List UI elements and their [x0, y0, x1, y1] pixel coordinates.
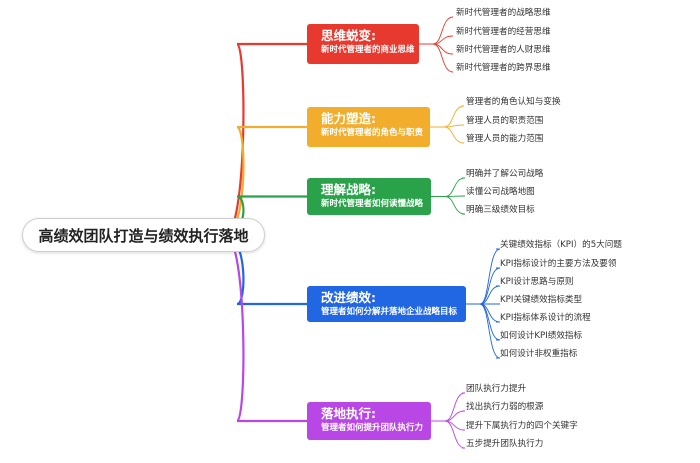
branch-leaf-connector [431, 420, 466, 449]
branch-leaf-connector [431, 177, 466, 197]
leaf-node[interactable]: 新时代管理者的经营思维 [456, 27, 551, 37]
leaf-node[interactable]: 读懂公司战略地图 [466, 187, 535, 197]
branch-subtitle: 新时代管理者的商业思维 [321, 45, 415, 55]
branch-leaf-connector [430, 105, 465, 128]
root-node[interactable]: 高绩效团队打造与绩效执行落地 [22, 218, 265, 252]
branch-node-execution[interactable]: 落地执行: 管理者如何提升团队执行力 [307, 402, 431, 440]
branch-leaf-connector [466, 303, 501, 359]
branch-leaf-connector [466, 248, 501, 305]
branch-leaf-connector [466, 303, 501, 341]
branch-node-performance[interactable]: 改进绩效: 管理者如何分解并落地企业战略目标 [307, 286, 466, 322]
leaf-node[interactable]: 明确并了解公司战略 [466, 169, 544, 179]
branch-subtitle: 管理者如何提升团队执行力 [321, 423, 424, 433]
branch-subtitle: 新时代管理者的角色与职责 [321, 128, 424, 138]
branch-title: 能力塑造: [321, 111, 376, 126]
leaf-node[interactable]: 管理者的角色认知与变换 [466, 97, 561, 107]
root-label: 高绩效团队打造与绩效执行落地 [38, 226, 249, 245]
branch-leaf-connector [419, 43, 454, 73]
leaf-node[interactable]: 新时代管理者的人财思维 [456, 45, 551, 55]
leaf-node[interactable]: KPI设计思路与原则 [500, 277, 574, 287]
branch-title: 改进绩效: [321, 290, 376, 305]
leaf-node[interactable]: 提升下属执行力的四个关键字 [466, 421, 578, 431]
branch-leaf-connector [419, 16, 454, 45]
leaf-node[interactable]: KPI关键绩效指标类型 [500, 295, 583, 305]
leaf-node[interactable]: 关键绩效指标（KPI）的5大问题 [500, 240, 622, 250]
leaf-node[interactable]: 管理人员的职责范围 [466, 116, 544, 126]
branch-node-ability[interactable]: 能力塑造: 新时代管理者的角色与职责 [307, 107, 430, 147]
leaf-node[interactable]: KPI指标体系设计的流程 [500, 313, 591, 323]
leaf-node[interactable]: 如何设计KPI绩效指标 [500, 331, 583, 341]
branch-leaf-connector [431, 392, 466, 422]
leaf-node[interactable]: 找出执行力弱的根源 [466, 402, 544, 412]
branch-leaf-connector [431, 196, 466, 215]
branch-leaf-connector [466, 267, 501, 305]
branch-node-thinking[interactable]: 思维蜕变: 新时代管理者的商业思维 [307, 24, 419, 64]
branch-leaf-connector [430, 126, 465, 144]
leaf-node[interactable]: 管理人员的能力范围 [466, 134, 544, 144]
branch-node-strategy[interactable]: 理解战略: 新时代管理者如何读懂战略 [307, 178, 431, 215]
leaf-node[interactable]: KPI指标设计的主要方法及要领 [500, 259, 617, 269]
leaf-node[interactable]: 五步提升团队执行力 [466, 439, 544, 449]
branch-subtitle: 管理者如何分解并落地企业战略目标 [321, 307, 458, 317]
branch-title: 理解战略: [321, 182, 376, 197]
leaf-node[interactable]: 团队执行力提升 [466, 384, 527, 394]
leaf-node[interactable]: 新时代管理者的战略思维 [456, 8, 551, 18]
leaf-node[interactable]: 如何设计非权重指标 [500, 349, 578, 359]
leaf-node[interactable]: 明确三级绩效目标 [466, 205, 535, 215]
branch-subtitle: 新时代管理者如何读懂战略 [321, 199, 424, 209]
root-branch-connector [224, 42, 307, 237]
branch-title: 思维蜕变: [321, 28, 376, 43]
leaf-node[interactable]: 新时代管理者的跨界思维 [456, 63, 551, 73]
root-branch-connector [224, 233, 307, 423]
branch-title: 落地执行: [321, 406, 376, 421]
